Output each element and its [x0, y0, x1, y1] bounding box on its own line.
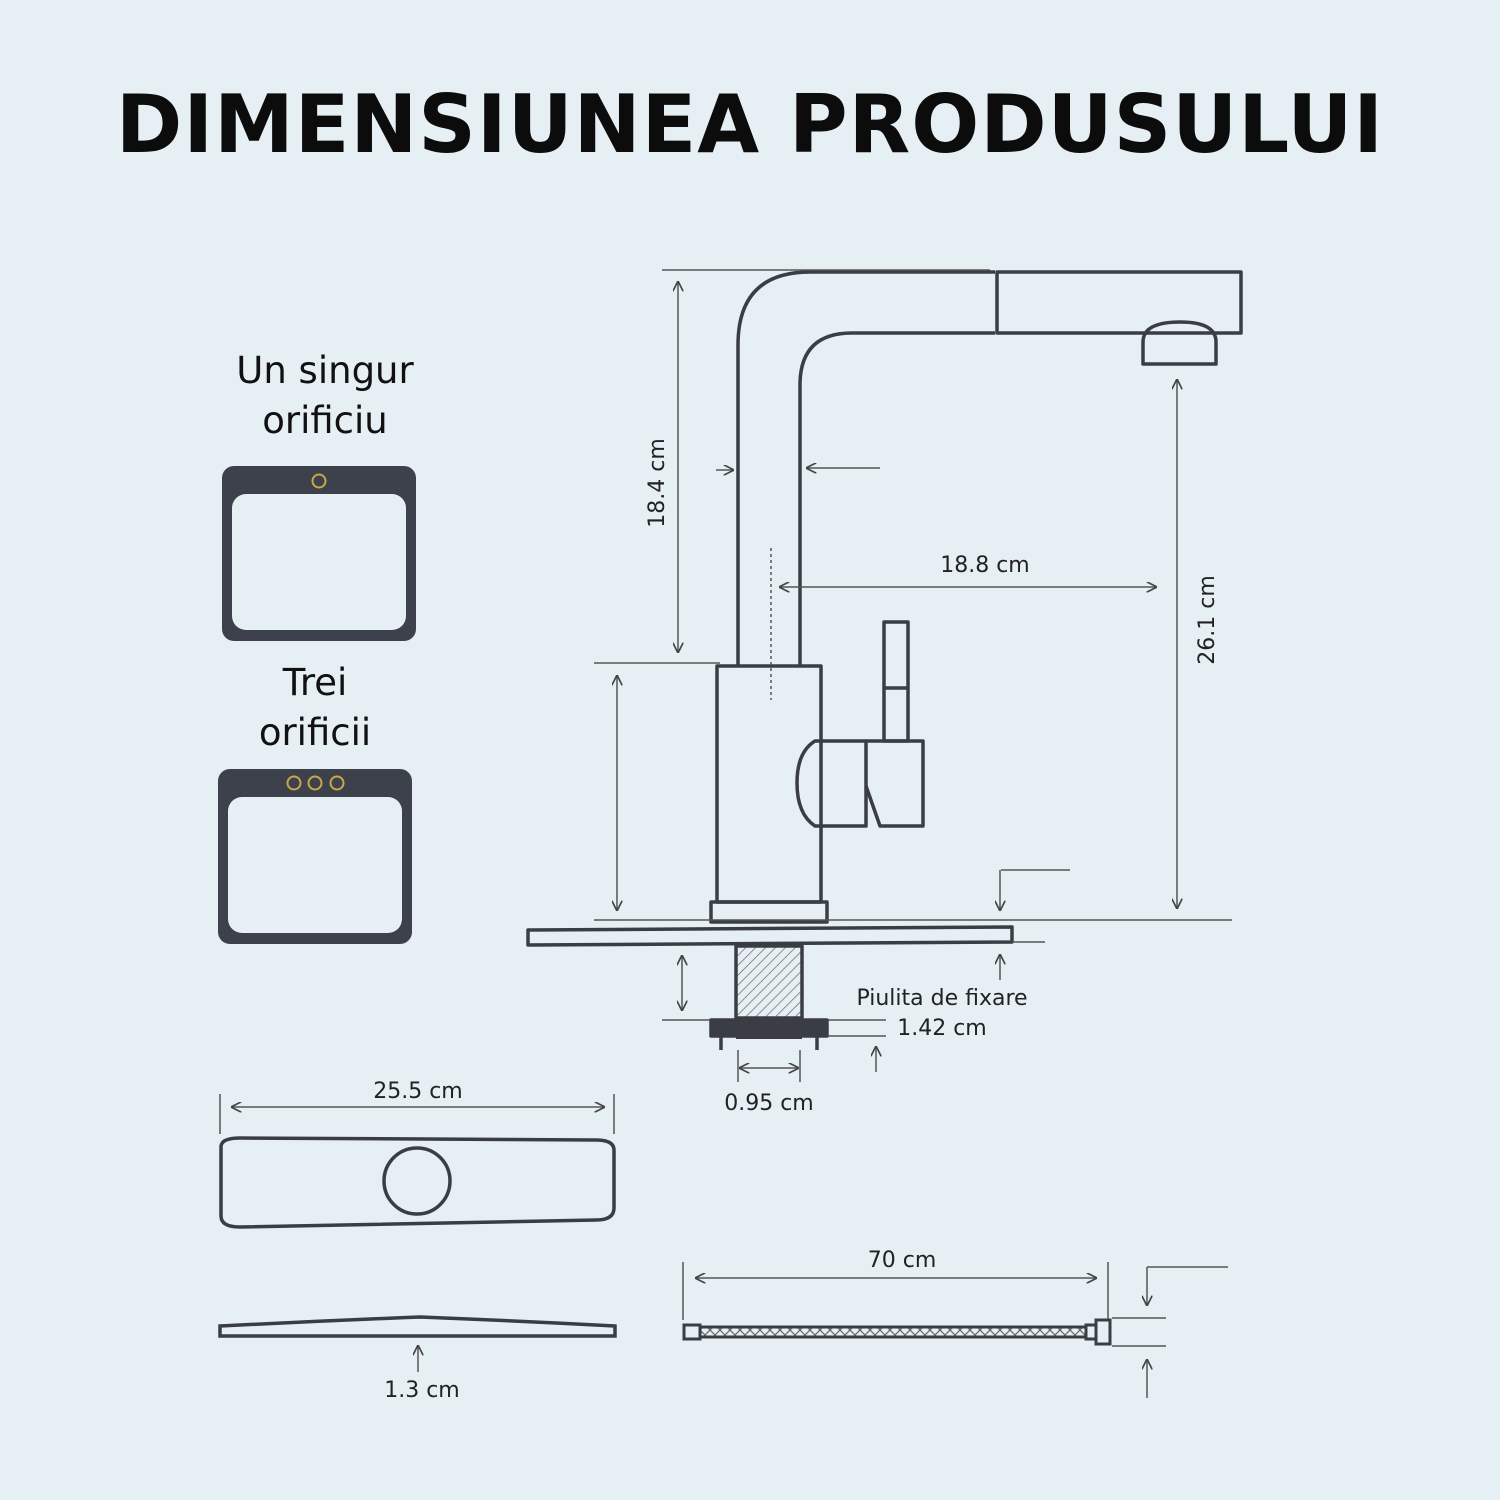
page-title: DIMENSIUNEA PRODUSULUI	[115, 78, 1385, 171]
single-hole-label-line2: orificiu	[262, 399, 388, 442]
single-hole-label-line1: Un singur	[236, 349, 414, 392]
three-hole-sink	[218, 769, 412, 944]
dim-plate-width: 25.5 cm	[373, 1079, 463, 1104]
dim-nut-height: 1.42 cm	[897, 1016, 987, 1041]
connection-hose: 70 cm	[682, 1248, 1228, 1398]
three-hole-label-line1: Trei	[282, 661, 348, 704]
single-hole-label: Un singur orificiu	[190, 346, 460, 446]
single-hole-sink	[222, 466, 416, 641]
dim-hose-length: 70 cm	[868, 1248, 937, 1273]
dim-spout-height: 18.4 cm	[645, 438, 670, 528]
dimension-lines	[594, 269, 1232, 1082]
dim-plate-thickness: 1.3 cm	[384, 1378, 460, 1403]
dim-total-height: 26.1 cm	[1195, 575, 1220, 665]
dim-shank-width: 0.95 cm	[724, 1091, 814, 1116]
dim-nut-label: Piulita de fixare	[856, 986, 1027, 1011]
deck-plate-side-view: 1.3 cm	[218, 1315, 617, 1403]
single-tap-hole	[311, 473, 327, 489]
three-hole-label: Trei orificii	[180, 658, 450, 758]
three-hole-label-line2: orificii	[258, 711, 372, 754]
deck-plate-top-view: 25.5 cm	[219, 1079, 616, 1229]
faucet-outline	[526, 270, 1243, 1050]
dim-spout-reach: 18.8 cm	[940, 553, 1030, 578]
deck-plate-center-hole	[382, 1146, 452, 1216]
